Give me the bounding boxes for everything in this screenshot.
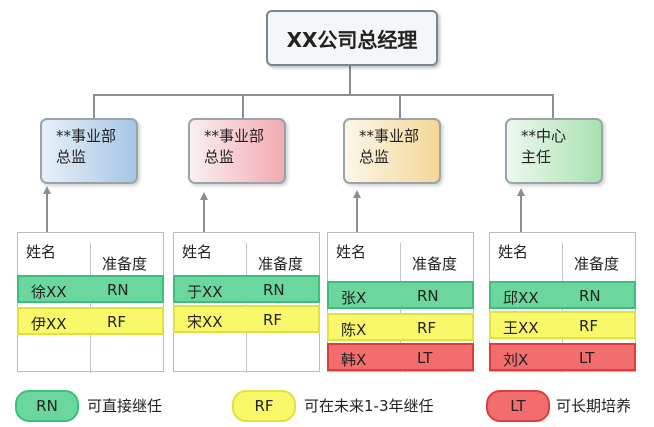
- candidate-name: 于XX: [187, 283, 223, 301]
- table-header: 姓名 准备度: [490, 233, 635, 273]
- legend-pill-rn: RN: [15, 390, 79, 422]
- candidate-name: 张X: [341, 289, 367, 307]
- successor-table-4: 姓名 准备度 邱XX RN 王XX RF 刘X LT: [489, 232, 636, 373]
- legend-text-rn: 可直接继任: [87, 397, 163, 415]
- table-header: 姓名 准备度: [18, 233, 163, 273]
- connector-drop-4: [552, 94, 554, 118]
- table-row: 刘X LT: [489, 343, 636, 371]
- candidate-name: 陈X: [341, 321, 367, 339]
- legend-pill-rf: RF: [232, 390, 296, 422]
- unit-2-line2: 总监: [204, 148, 235, 166]
- unit-3-line2: 总监: [359, 148, 390, 166]
- table-row: 徐XX RN: [17, 275, 164, 303]
- readiness-grade: RN: [579, 287, 601, 305]
- readiness-grade: RN: [263, 281, 285, 299]
- header-readiness: 准备度: [412, 255, 458, 273]
- connector-drop-3: [399, 94, 401, 118]
- connector-drop-2: [242, 94, 244, 118]
- readiness-grade: RF: [263, 311, 283, 329]
- arrow-shaft-2: [203, 198, 205, 234]
- arrow-shaft-4: [520, 194, 522, 234]
- legend-code-rf: RF: [254, 397, 274, 415]
- arrow-shaft-1: [46, 192, 48, 234]
- unit-4-line2: 主任: [521, 148, 552, 166]
- table-header: 姓名 准备度: [328, 233, 473, 273]
- header-readiness: 准备度: [258, 255, 304, 273]
- legend-code-lt: LT: [510, 397, 526, 415]
- table-row: 韩X LT: [327, 343, 474, 371]
- readiness-grade: RF: [107, 313, 127, 331]
- table-row: 宋XX RF: [173, 305, 320, 333]
- general-manager-box: XX公司总经理: [266, 10, 438, 66]
- table-row: 王XX RF: [489, 311, 636, 339]
- arrow-head-2: [200, 192, 208, 200]
- readiness-grade: LT: [579, 349, 595, 367]
- candidate-name: 刘X: [503, 351, 529, 369]
- unit-box-1: **事业部 总监: [40, 118, 138, 184]
- unit-3-line1: **事业部: [359, 127, 420, 145]
- header-readiness: 准备度: [102, 255, 148, 273]
- unit-1-line1: **事业部: [56, 127, 117, 145]
- arrow-head-4: [517, 188, 525, 196]
- readiness-grade: LT: [417, 349, 433, 367]
- general-manager-title: XX公司总经理: [286, 27, 418, 52]
- legend-text-rf: 可在未来1-3年继任: [304, 397, 434, 415]
- unit-box-2: **事业部 总监: [188, 118, 286, 184]
- header-name: 姓名: [498, 243, 529, 261]
- unit-box-4: **中心 主任: [505, 118, 603, 184]
- successor-table-3: 姓名 准备度 张X RN 陈X RF 韩X LT: [327, 232, 474, 373]
- readiness-grade: RN: [107, 281, 129, 299]
- successor-table-1: 姓名 准备度 徐XX RN 伊XX RF: [17, 232, 164, 373]
- connector-drop-1: [93, 94, 95, 118]
- arrow-head-3: [353, 190, 361, 198]
- readiness-grade: RN: [417, 287, 439, 305]
- connector-horizontal: [93, 94, 553, 96]
- unit-4-line1: **中心: [521, 127, 567, 145]
- candidate-name: 伊XX: [31, 315, 67, 333]
- table-row: 陈X RF: [327, 313, 474, 341]
- table-row: 张X RN: [327, 281, 474, 309]
- connector-top-vertical: [349, 62, 351, 95]
- legend-pill-lt: LT: [486, 390, 550, 422]
- header-name: 姓名: [26, 243, 57, 261]
- header-readiness: 准备度: [574, 255, 620, 273]
- candidate-name: 徐XX: [31, 283, 67, 301]
- candidate-name: 王XX: [503, 319, 539, 337]
- candidate-name: 韩X: [341, 351, 367, 369]
- header-name: 姓名: [182, 243, 213, 261]
- table-row: 于XX RN: [173, 275, 320, 303]
- table-header: 姓名 准备度: [174, 233, 319, 273]
- table-row: 邱XX RN: [489, 281, 636, 309]
- unit-1-line2: 总监: [56, 148, 87, 166]
- candidate-name: 邱XX: [503, 289, 539, 307]
- arrow-shaft-3: [356, 196, 358, 234]
- legend-text-lt: 可长期培养: [556, 397, 632, 415]
- unit-box-3: **事业部 总监: [343, 118, 441, 184]
- legend-code-rn: RN: [36, 397, 58, 415]
- table-row: 伊XX RF: [17, 307, 164, 335]
- arrow-head-1: [43, 186, 51, 194]
- successor-table-2: 姓名 准备度 于XX RN 宋XX RF: [173, 232, 320, 373]
- readiness-grade: RF: [579, 317, 599, 335]
- header-name: 姓名: [336, 243, 367, 261]
- unit-2-line1: **事业部: [204, 127, 265, 145]
- readiness-grade: RF: [417, 319, 437, 337]
- candidate-name: 宋XX: [187, 313, 223, 331]
